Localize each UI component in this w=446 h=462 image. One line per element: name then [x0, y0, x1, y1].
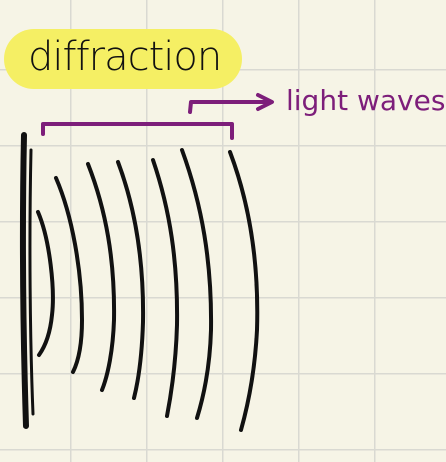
wavefront-7 — [228, 150, 260, 432]
annotation-arrow — [188, 93, 274, 114]
wavefront-1 — [36, 210, 55, 357]
wavefront-3 — [86, 162, 117, 392]
title-highlight — [4, 29, 242, 89]
barrier-line — [19, 132, 29, 429]
note-title: diffraction — [28, 34, 222, 80]
wavefront-5 — [151, 158, 180, 418]
wavefront-2 — [54, 176, 85, 374]
barrier-line-inner — [28, 148, 35, 416]
light-waves-label: light waves — [286, 84, 446, 117]
wavefront-6 — [180, 148, 214, 420]
wavefront-4 — [116, 160, 146, 400]
waves-bracket — [41, 122, 234, 140]
